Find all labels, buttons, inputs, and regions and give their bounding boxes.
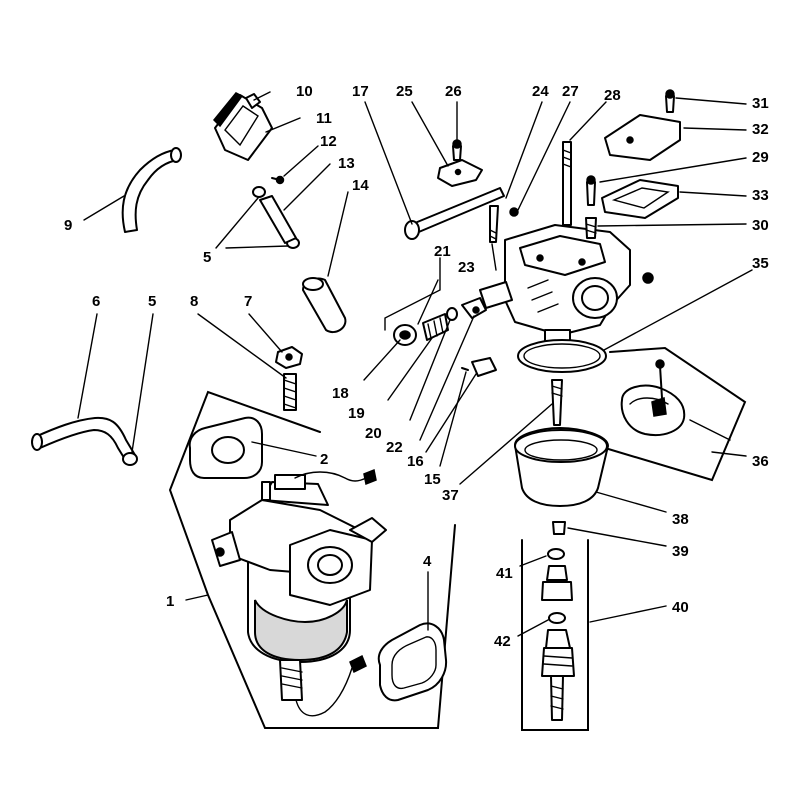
callout-16: 16: [407, 453, 424, 470]
jet-37-thread: [551, 385, 563, 397]
stud-8-thread: [283, 379, 297, 409]
jet-37: [551, 379, 563, 426]
callout-25: 25: [396, 83, 413, 100]
washer-20: [446, 307, 458, 321]
callout-39: 39: [672, 543, 689, 560]
callout-19: 19: [348, 405, 365, 422]
callout-23: 23: [458, 259, 475, 276]
gasket-2-hole: [211, 436, 245, 464]
float-36: [620, 359, 731, 441]
callout-28: 28: [604, 87, 621, 104]
callout-32: 32: [752, 121, 769, 138]
callout-29: 29: [752, 149, 769, 166]
assembly-36-bracket: [604, 346, 747, 482]
fuel-filter-14-cap: [302, 277, 324, 291]
callout-5-lower: 5: [148, 293, 156, 310]
callout-18: 18: [332, 385, 349, 402]
screw-26-head: [452, 139, 462, 149]
callout-14: 14: [352, 177, 369, 194]
cover-32-hole: [626, 136, 634, 144]
solenoid-assembly-40: [541, 565, 575, 721]
callout-4: 4: [423, 553, 432, 570]
screw-29-head: [586, 175, 596, 185]
hose-clamp-5-lower: [122, 452, 138, 466]
lever-22-pin: [472, 306, 480, 314]
callout-10: 10: [296, 83, 313, 100]
callout-37: 37: [442, 487, 459, 504]
pin-28: [562, 141, 572, 226]
gasket-33: [601, 179, 679, 219]
callout-5-upper: 5: [203, 249, 211, 266]
gasket-4-inner: [391, 636, 437, 690]
screw-12-shank: [271, 177, 281, 181]
idle-screw-23-thread: [489, 229, 497, 240]
fuel-line-6-end: [31, 433, 43, 451]
bracket-11-inner: [224, 105, 259, 147]
callout-6: 6: [92, 293, 100, 310]
throttle-plate-25-hole: [454, 168, 462, 176]
fuel-bowl-38: [514, 427, 609, 507]
callout-7: 7: [244, 293, 252, 310]
cover-32: [604, 114, 681, 161]
washer-41: [547, 548, 565, 560]
callout-15: 15: [424, 471, 441, 488]
assembly-40-bracket: [521, 539, 589, 731]
callout-17: 17: [352, 83, 369, 100]
drain-screw-39: [552, 521, 566, 535]
callout-30: 30: [752, 217, 769, 234]
carburetor-assembly-1: [211, 468, 387, 717]
pin-28-thread: [562, 149, 572, 168]
screw-31-head: [665, 89, 675, 99]
screw-30: [585, 217, 597, 239]
bracket-11-dark: [212, 92, 244, 128]
callout-31: 31: [752, 95, 769, 112]
o-ring-35: [517, 339, 607, 373]
gasket-33-inner: [611, 187, 670, 209]
nut-7-hole: [285, 353, 293, 361]
clip-10: [245, 93, 261, 109]
callout-12: 12: [320, 133, 337, 150]
throttle-shaft-17-end: [404, 220, 420, 240]
o-ring-35-inner: [523, 343, 601, 369]
screw-29: [586, 181, 596, 206]
tube-13: [259, 195, 297, 244]
part-27: [509, 207, 519, 217]
hose-clamp-5-upper-a: [252, 186, 266, 198]
washer-42: [548, 612, 566, 624]
seal-18-hole: [399, 330, 411, 340]
callout-41: 41: [496, 565, 513, 582]
callout-1: 1: [166, 593, 174, 610]
callout-35: 35: [752, 255, 769, 272]
callout-33: 33: [752, 187, 769, 204]
callout-20: 20: [365, 425, 382, 442]
callout-21: 21: [434, 243, 451, 260]
spring-19-coil: [427, 317, 444, 339]
callout-40: 40: [672, 599, 689, 616]
gasket-4: [377, 622, 448, 702]
bracket-11: [214, 94, 273, 161]
leader-lines: [77, 91, 753, 637]
bracket-21: [384, 257, 441, 331]
fuel-line-6: [34, 416, 136, 462]
callout-36: 36: [752, 453, 769, 470]
callout-11: 11: [316, 110, 332, 127]
screw-30-thread: [585, 223, 597, 234]
callout-26: 26: [445, 83, 462, 100]
callout-8: 8: [190, 293, 198, 310]
clip-16: [471, 357, 497, 377]
pin-15: [461, 367, 469, 371]
callout-2: 2: [320, 451, 328, 468]
callout-38: 38: [672, 511, 689, 528]
callout-22: 22: [386, 439, 403, 456]
callout-9: 9: [64, 217, 72, 234]
callout-42: 42: [494, 633, 511, 650]
fuel-hose-9-end: [170, 147, 182, 163]
carburetor-body: [479, 224, 654, 347]
fuel-hose-9: [121, 149, 179, 233]
callout-13: 13: [338, 155, 355, 172]
callout-24: 24: [532, 83, 549, 100]
callout-27: 27: [562, 83, 579, 100]
